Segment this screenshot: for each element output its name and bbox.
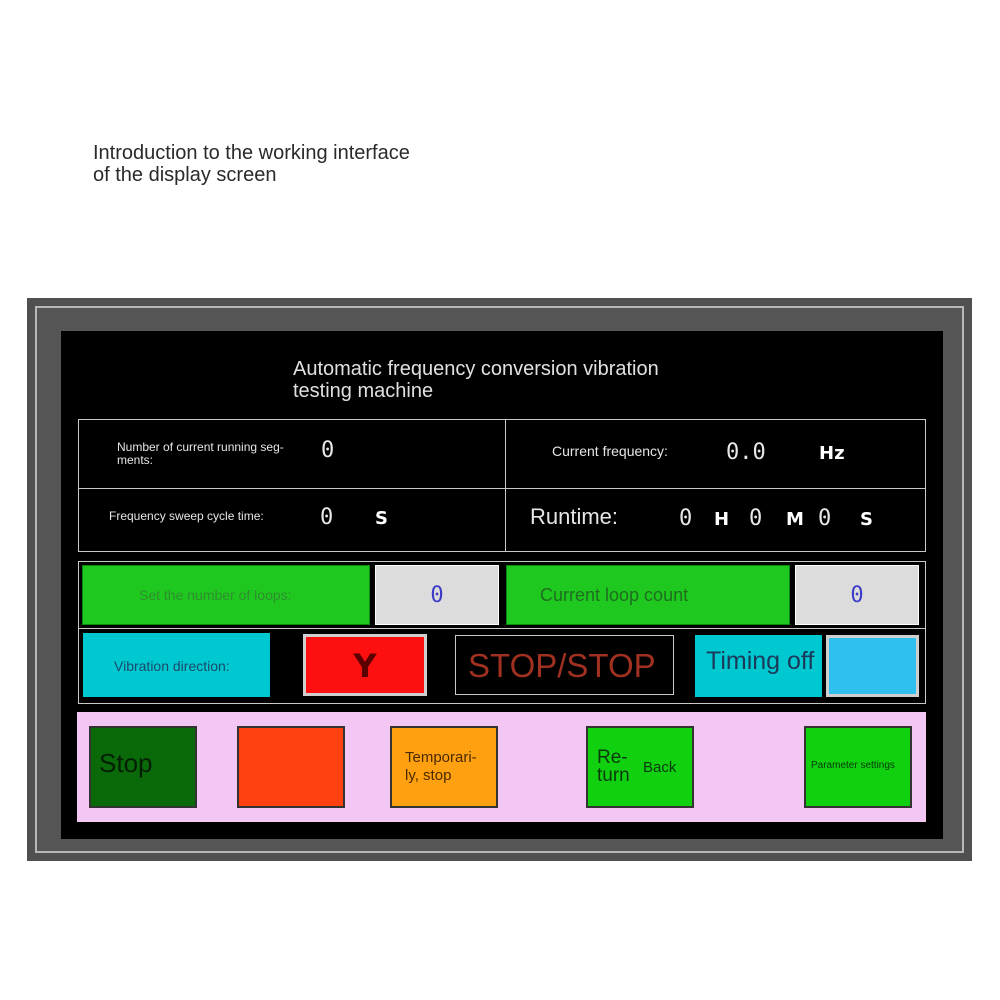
set-loops-panel: Set the number of loops: <box>82 565 370 625</box>
return-button[interactable]: Re- turn Back <box>586 726 694 808</box>
temporary-stop-button[interactable]: Temporari- ly, stop <box>390 726 498 808</box>
intro-line-1: Introduction to the working interface <box>93 142 410 164</box>
run-state-text: STOP/STOP <box>468 647 656 684</box>
intro-heading: Introduction to the working interface of… <box>93 142 410 186</box>
frequency-label: Current frequency: <box>552 443 668 459</box>
segments-value: 0 <box>321 438 335 463</box>
sweep-cell <box>78 488 506 552</box>
return-label: Re- turn <box>597 747 630 786</box>
current-loop-label: Current loop count <box>540 585 689 605</box>
vibration-direction-label: Vibration direction: <box>114 658 230 674</box>
timing-label: Timing off <box>706 647 815 675</box>
temporary-stop-label: Temporari- ly, stop <box>405 749 477 785</box>
segments-label-line-1: Number of current running seg- <box>117 440 284 454</box>
return-label-line-2: turn <box>597 765 630 786</box>
sweep-value: 0 <box>320 505 334 530</box>
stop-button-label: Stop <box>99 748 153 778</box>
temporary-stop-label-line-2: ly, stop <box>405 767 452 784</box>
temporary-stop-label-line-1: Temporari- <box>405 749 477 766</box>
stop-button[interactable]: Stop <box>89 726 197 808</box>
runtime-minutes: 0 <box>749 506 763 531</box>
runtime-label: Runtime: <box>530 504 619 529</box>
frequency-unit: Hz <box>819 443 845 464</box>
direction-toggle-button[interactable]: Y <box>303 634 427 696</box>
runtime-seconds: 0 <box>818 506 832 531</box>
sweep-label: Frequency sweep cycle time: <box>109 509 264 523</box>
sweep-unit: S <box>375 508 388 529</box>
current-loop-value: 0 <box>795 565 919 625</box>
set-loops-label: Set the number of loops: <box>139 587 292 603</box>
set-loops-input[interactable]: 0 <box>375 565 499 625</box>
timing-panel: Timing off <box>695 635 822 697</box>
current-loop-panel: Current loop count <box>506 565 790 625</box>
direction-value: Y <box>353 647 377 685</box>
runtime-hours: 0 <box>679 506 693 531</box>
frequency-value: 0.0 <box>726 440 766 465</box>
runtime-hours-unit: H <box>714 509 730 530</box>
segments-cell <box>78 419 506 489</box>
screen-title-line-2: testing machine <box>293 380 434 402</box>
runtime-minutes-unit: M <box>786 509 804 530</box>
frequency-cell <box>505 419 926 489</box>
screen-title: Automatic frequency conversion vibration… <box>293 358 659 402</box>
runtime-cell <box>505 488 926 552</box>
runtime-seconds-unit: S <box>860 509 873 530</box>
timing-toggle-button[interactable] <box>826 635 919 697</box>
screen-title-line-1: Automatic frequency conversion vibration <box>293 358 659 380</box>
run-state-indicator: STOP/STOP <box>455 635 674 695</box>
start-button[interactable] <box>237 726 345 808</box>
parameter-settings-label: Parameter settings <box>811 760 895 771</box>
segments-label: Number of current running seg- ments: <box>117 441 284 467</box>
return-back-label: Back <box>643 759 677 776</box>
intro-line-2: of the display screen <box>93 164 277 186</box>
segments-label-line-2: ments: <box>117 453 154 467</box>
parameter-settings-button[interactable]: Parameter settings <box>804 726 912 808</box>
vibration-direction-panel: Vibration direction: <box>83 633 270 697</box>
return-label-line-1: Re- <box>597 747 628 768</box>
button-bar <box>77 712 926 822</box>
